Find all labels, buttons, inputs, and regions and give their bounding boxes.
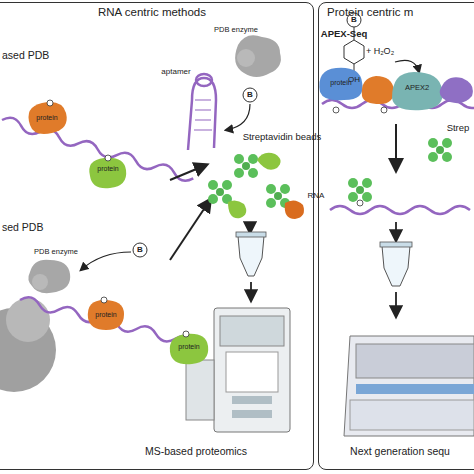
figure-label: Next generation sequ [350,446,450,457]
figure-label: Strep [447,123,470,133]
panel-title: RNA centric methods [0,6,313,18]
figure-label: sed PDB [2,222,43,233]
figure-label: APEX-Seq [321,29,367,39]
figure-label: protein [36,114,57,121]
method-panel: Protein centric m [318,2,474,470]
figure-label: RNA [308,192,325,200]
figure-label: protein [97,165,118,172]
figure-label: B [351,16,357,24]
figure-label: ased PDB [2,50,49,61]
figure-label: PDB enzyme [214,26,258,34]
figure-label: APEX2 [405,84,429,92]
figure-label: protein [178,343,199,350]
panel-title: Protein centric m [327,6,474,18]
figure-label: aptamer [161,68,190,76]
figure-label: B [247,91,253,99]
figure-label: protein [95,311,116,318]
figure-label: B [137,246,143,254]
figure-label: protein [330,79,351,86]
figure-label: PDB enzyme [34,248,78,256]
figure-label: MS-based proteomics [145,446,247,457]
method-panel: RNA centric methods [0,2,314,470]
figure-label: + H₂O₂ [366,47,394,56]
figure-label: Streptavidin beads [243,132,322,142]
